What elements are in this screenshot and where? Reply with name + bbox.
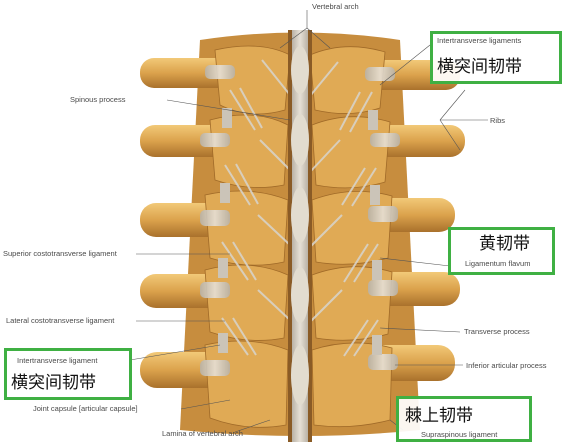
callout-intertransverse-left: Intertransverse ligament 横突间韧带 xyxy=(4,348,132,400)
label-vertebral-arch: Vertebral arch xyxy=(312,2,359,11)
ligament-fibers xyxy=(221,59,379,357)
label-lateral-costotransverse: Lateral costotransverse ligament xyxy=(6,316,115,325)
callout-supraspinous-en: Supraspinous ligament xyxy=(421,430,498,439)
callout-intertransverse-left-zh: 横突间韧带 xyxy=(11,373,96,393)
pointer-lines xyxy=(129,10,488,433)
callout-intertransverse-top: Intertransverse ligaments 横突间韧带 xyxy=(430,31,562,84)
callout-ligamentum-flavum-zh: 黄韧带 xyxy=(479,234,530,254)
label-joint-capsule: Joint capsule [articular capsule] xyxy=(33,404,138,413)
callout-ligamentum-flavum: 黄韧带 Ligamentum flavum xyxy=(448,227,555,275)
label-lamina: Lamina of vertebral arch xyxy=(162,429,243,438)
label-ribs: Ribs xyxy=(490,116,506,125)
callout-intertransverse-top-en: Intertransverse ligaments xyxy=(437,36,522,45)
label-inferior-articular: Inferior articular process xyxy=(466,361,547,370)
label-spinous-process: Spinous process xyxy=(70,95,126,104)
spinous-processes xyxy=(288,30,312,442)
label-superior-costotransverse: Superior costotransverse ligament xyxy=(3,249,117,258)
label-transverse-process: Transverse process xyxy=(464,327,530,336)
callout-supraspinous: 棘上韧带 Supraspinous ligament xyxy=(396,396,532,442)
intertransverse-ligaments xyxy=(218,108,382,355)
callout-intertransverse-top-zh: 横突间韧带 xyxy=(437,57,522,77)
callout-ligamentum-flavum-en: Ligamentum flavum xyxy=(465,259,531,268)
costotransverse-ligaments xyxy=(200,65,400,376)
callout-supraspinous-zh: 棘上韧带 xyxy=(405,406,473,426)
callout-intertransverse-left-en: Intertransverse ligament xyxy=(17,356,98,365)
